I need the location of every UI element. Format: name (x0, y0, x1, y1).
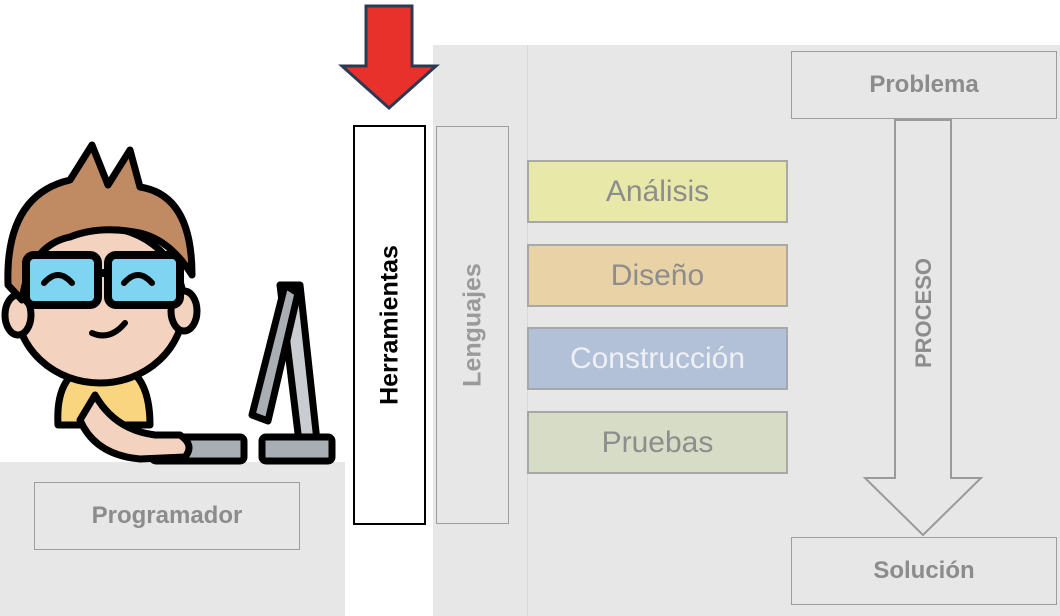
lenguajes-label: Lenguajes (458, 263, 486, 387)
problema-box: Problema (791, 51, 1057, 119)
phase-pruebas: Pruebas (527, 411, 788, 474)
programmer-at-computer-icon (1, 141, 336, 465)
programmer-panel (0, 462, 345, 616)
arrow-down-icon (338, 4, 440, 111)
herramientas-box: Herramientas (353, 125, 426, 525)
phase-analisis: Análisis (527, 160, 788, 223)
lenguajes-box: Lenguajes (436, 126, 509, 524)
herramientas-label: Herramientas (375, 245, 403, 405)
programador-label: Programador (34, 482, 300, 550)
solucion-box: Solución (791, 537, 1057, 605)
proceso-label: PROCESO (911, 257, 936, 369)
phase-diseno: Diseño (527, 244, 788, 307)
process-arrow-icon (862, 119, 984, 537)
phase-construccion: Construcción (527, 327, 788, 390)
